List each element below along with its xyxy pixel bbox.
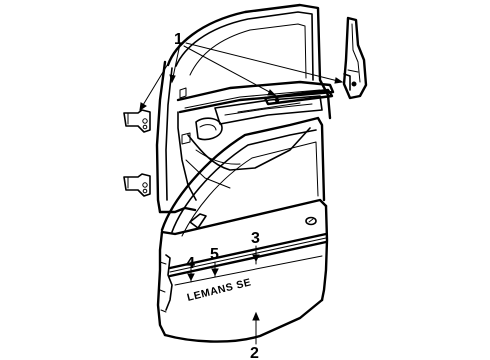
rear-channel-piece bbox=[342, 16, 368, 100]
callout-5: 5 bbox=[210, 246, 219, 263]
callout-3: 3 bbox=[251, 230, 260, 247]
upper-hinge bbox=[123, 109, 151, 133]
lower-hinge bbox=[123, 173, 151, 197]
inner-door-frame bbox=[155, 3, 335, 214]
callout-1: 1 bbox=[174, 31, 183, 48]
leader-lines bbox=[139, 42, 344, 345]
callout-4: 4 bbox=[186, 255, 195, 272]
outer-door-shell bbox=[156, 116, 329, 343]
callout-2: 2 bbox=[250, 345, 259, 360]
